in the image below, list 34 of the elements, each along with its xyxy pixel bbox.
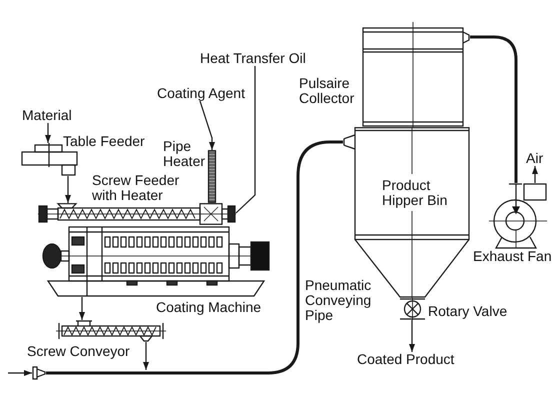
equipment-label: Screw Conveyor [27, 344, 131, 359]
dust-collector-drawing [362, 22, 470, 127]
exhaust-fan-drawing [488, 183, 548, 249]
arrow [409, 320, 415, 352]
arrow [79, 297, 85, 320]
screw-conveyor-drawing [56, 320, 166, 342]
stream-label: Coating Agent [157, 86, 246, 101]
equipment-label: Table Feeder [63, 134, 146, 149]
stream-label: Heat Transfer Oil [200, 51, 307, 66]
coating-machine-drawing [42, 225, 270, 297]
equipment-label: Pipe Heater [163, 139, 206, 169]
equipment-label: Pulsaire Collector [299, 76, 356, 106]
equipment-label: Product Hipper Bin [382, 178, 448, 208]
arrow [65, 176, 71, 203]
duct [470, 36, 518, 183]
rotary-valve-drawing [399, 298, 426, 320]
equipment-label: Screw Feeder with Heater [92, 173, 180, 203]
pipe-inlet-drawing [32, 366, 46, 380]
arrow [532, 166, 538, 183]
stream-label: Air [526, 151, 545, 166]
pipe-heater-drawing [207, 150, 217, 203]
screw-feeder-drawing [38, 203, 236, 225]
leader-line [236, 66, 256, 214]
equipment-label: Rotary Valve [428, 304, 508, 319]
arrow [143, 342, 149, 370]
edge-label: Pneumatic Conveying Pipe [305, 278, 373, 323]
arrow [8, 370, 32, 376]
arrow [45, 123, 51, 143]
equipment-label: Coating Machine [156, 300, 262, 315]
stream-label: Material [22, 108, 73, 123]
arrow [199, 100, 215, 150]
pipe [46, 140, 343, 374]
stream-label: Coated Product [357, 352, 456, 367]
equipment-label: Exhaust Fan [473, 249, 553, 264]
